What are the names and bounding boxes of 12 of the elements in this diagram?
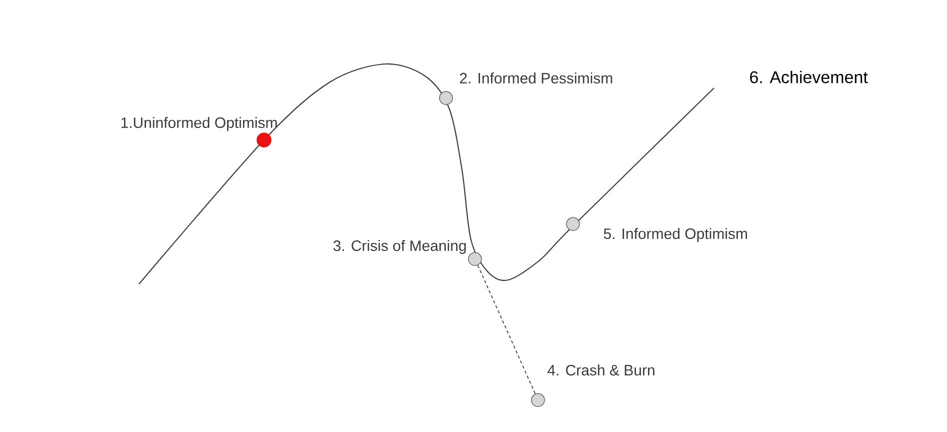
stage-label: 3. Crisis of Meaning [333, 240, 466, 254]
stage-label: 6. Achievement [750, 70, 868, 84]
stage-dot [468, 252, 482, 266]
stage-dot [566, 217, 580, 231]
stage-label: 2. Informed Pessimism [460, 72, 612, 84]
stage-label: 4. Crash & Burn [548, 364, 654, 376]
stage-label: 5. Informed Optimism [604, 228, 747, 242]
stage-dot [531, 393, 545, 407]
dashed-line [477, 264, 536, 394]
stage-dot [439, 91, 453, 105]
stage-label: 1.Uninformed Optimism [121, 117, 277, 131]
stage-dot [256, 132, 272, 148]
